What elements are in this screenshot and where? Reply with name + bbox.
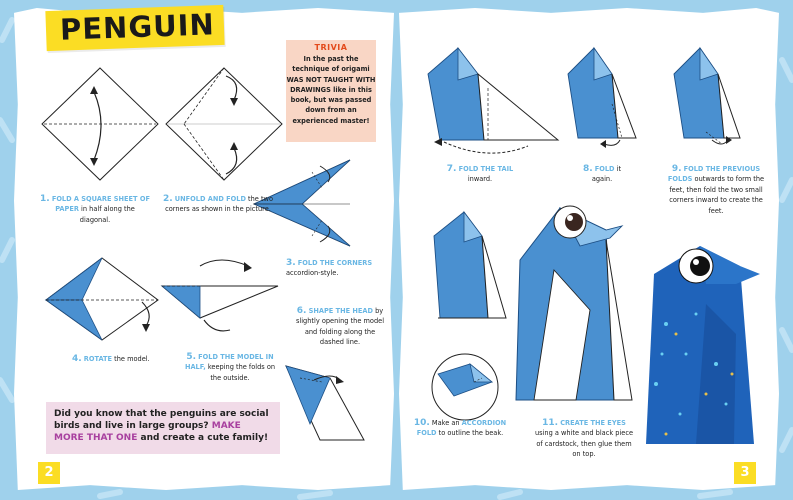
- step-1-rest: in half along the diagonal.: [79, 205, 135, 224]
- step-2-text: 2. UNFOLD AND FOLD the two corners as sh…: [158, 194, 278, 215]
- trivia-box: TRIVIA In the past the technique of orig…: [286, 40, 376, 142]
- step-11-text: 11. CREATE THE EYES using a white and bl…: [534, 418, 634, 460]
- step-3-text: 3. FOLD THE CORNERS accordion-style.: [286, 258, 386, 279]
- page-number-right: 3: [734, 462, 756, 484]
- step-8-diagram: [567, 46, 637, 148]
- page-number-left: 2: [38, 462, 60, 484]
- tip-highlight: MAKE MORE THAT ONE: [54, 421, 241, 443]
- step-11-highlight: CREATE THE EYES: [560, 419, 626, 427]
- tip-end: and create a cute family!: [140, 433, 269, 443]
- step-6-highlight: SHAPE THE HEAD: [308, 307, 373, 315]
- step-10-beak-detail: [431, 353, 499, 421]
- step-9-rest: outwards to form the feet, then fold the…: [669, 175, 765, 215]
- step-11-rest: using a white and black piece of cardsto…: [534, 429, 634, 459]
- step-3-rest: accordion-style.: [286, 269, 339, 278]
- step-10-penguin-diagram: [433, 210, 507, 319]
- step-4-diagram: [44, 257, 159, 341]
- step-10-pre: Make an: [431, 419, 460, 427]
- step-8-text: 8. FOLD it again.: [572, 164, 632, 185]
- finished-penguin-photo: [646, 246, 760, 444]
- step-3-highlight: FOLD THE CORNERS: [297, 259, 373, 267]
- step-1-number: 1.: [40, 194, 50, 204]
- step-1-text: 1. FOLD A SQUARE SHEET OF PAPER in half …: [40, 194, 150, 225]
- step-9-text: 9. FOLD THE PREVIOUS FOLDS outwards to f…: [664, 164, 768, 216]
- page-title: PENGUIN: [59, 7, 216, 47]
- step-2-highlight: UNFOLD AND FOLD: [174, 195, 246, 203]
- step-11-number: 11.: [542, 418, 559, 428]
- step-9-highlight: FOLD THE PREVIOUS FOLDS: [667, 165, 761, 184]
- step-7-number: 7.: [446, 164, 457, 174]
- step-5-diagram: [160, 259, 279, 332]
- step-1-highlight: FOLD A SQUARE SHEET OF PAPER: [51, 195, 150, 214]
- step-8-number: 8.: [582, 164, 593, 174]
- step-7-highlight: FOLD THE TAIL: [458, 165, 514, 173]
- step-5-text: 5. FOLD THE MODEL IN HALF, keeping the f…: [180, 352, 280, 383]
- step-4-number: 4.: [72, 354, 82, 364]
- step-10-number: 10.: [413, 418, 430, 428]
- step-2-rest: the two corners as shown in the picture.: [165, 195, 273, 214]
- tip-box: Did you know that the penguins are socia…: [46, 402, 280, 454]
- step-11-penguin-diagram: [515, 205, 633, 401]
- step-5-number: 5.: [186, 352, 197, 362]
- step-9-diagram: [673, 46, 741, 145]
- step-10-text: 10. Make an ACCORDION FOLD to outline th…: [408, 418, 512, 439]
- trivia-heading: TRIVIA: [314, 43, 348, 52]
- tip-text: Did you know that the penguins are socia…: [54, 409, 269, 431]
- step-6-text: 6. SHAPE THE HEAD by slightly opening th…: [294, 306, 386, 348]
- step-4-highlight: ROTATE: [83, 355, 113, 363]
- step-9-number: 9.: [671, 164, 682, 174]
- step-2-diagram: [165, 67, 283, 181]
- step-7-text: 7. FOLD THE TAIL inward.: [438, 164, 522, 185]
- trivia-text: In the past the technique of origami WAS…: [286, 55, 376, 125]
- step-7-diagram: [427, 46, 560, 154]
- step-3-diagram: [252, 159, 351, 247]
- step-2-number: 2.: [163, 194, 173, 204]
- step-6-number: 6.: [296, 306, 307, 316]
- step-1-diagram: [41, 67, 159, 181]
- step-5-highlight: FOLD THE MODEL IN HALF,: [184, 353, 274, 372]
- step-6-diagram: [285, 365, 365, 441]
- step-10-highlight: ACCORDION FOLD: [416, 419, 507, 438]
- step-4-rest: the model.: [114, 355, 150, 363]
- step-3-number: 3.: [286, 258, 296, 268]
- step-4-text: 4. ROTATE the model.: [72, 354, 172, 364]
- step-5-rest: keeping the folds on the outside.: [207, 363, 276, 382]
- step-6-rest: by slightly opening the model and foldin…: [295, 307, 385, 347]
- step-8-rest: it again.: [591, 165, 622, 184]
- step-8-highlight: FOLD: [594, 165, 615, 173]
- step-7-rest: inward.: [467, 175, 493, 184]
- step-10-rest: to outline the beak.: [438, 429, 504, 438]
